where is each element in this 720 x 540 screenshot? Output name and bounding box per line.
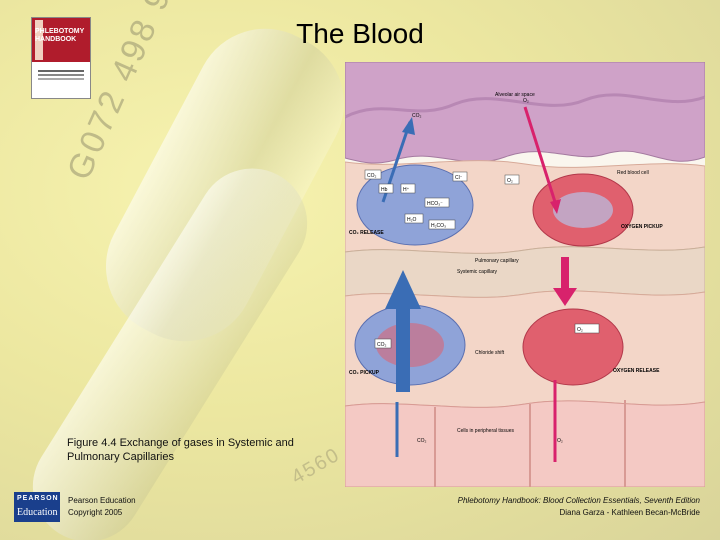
- book-cover-title: PHLEBOTOMY HANDBOOK: [35, 28, 84, 44]
- label-chloride-shift: Chloride shift: [475, 350, 505, 356]
- rbc-top-right-center: [553, 192, 613, 228]
- label-co2-top: CO₂: [412, 113, 422, 119]
- book-cover-figure: [35, 20, 43, 60]
- label-co2-release: CO₂ RELEASE: [349, 230, 384, 236]
- label-alveolar: Alveolar air space: [495, 92, 535, 98]
- book-title: Phlebotomy Handbook: Blood Collection Es…: [457, 496, 700, 505]
- book-cover-thumbnail: PHLEBOTOMY HANDBOOK: [31, 17, 91, 99]
- publisher-info: Pearson Education Copyright 2005: [68, 495, 136, 519]
- molecule-hb: Hb: [381, 187, 388, 193]
- logo-line-1: PEARSON: [17, 495, 59, 502]
- molecule-hco3: HCO₃⁻: [427, 201, 443, 207]
- label-oxygen-pickup: OXYGEN PICKUP: [621, 224, 663, 230]
- book-cover-title-line-2: HANDBOOK: [35, 36, 77, 43]
- o2-pickup-arrow-head: [550, 199, 561, 214]
- book-authors: Diana Garza - Kathleen Becan-McBride: [559, 508, 700, 517]
- book-cover-authors: [38, 70, 84, 72]
- label-pulmonary-capillary: Pulmonary capillary: [475, 258, 519, 264]
- logo-line-2: Education: [17, 507, 58, 518]
- tissue-cell-borders: [434, 400, 626, 487]
- label-systemic-capillary: Systemic capillary: [457, 269, 498, 275]
- co2-release-arrow-head: [402, 117, 415, 135]
- label-o2-top: O₂: [523, 98, 529, 104]
- o2-pickup-arrow: [523, 106, 557, 203]
- label-peripheral-tissue: Cells in peripheral tissues: [457, 428, 514, 434]
- molecule-h2o: H₂O: [407, 217, 417, 223]
- rbc-bottom-right: [522, 308, 624, 386]
- alveolus-wall: [345, 62, 705, 164]
- molecule-cl: Cl⁻: [455, 175, 463, 181]
- copyright: Copyright 2005: [68, 508, 123, 517]
- book-citation: Phlebotomy Handbook: Blood Collection Es…: [458, 495, 700, 519]
- molecule-o2: O₂: [507, 178, 513, 184]
- slide-title: The Blood: [296, 18, 424, 49]
- label-o2-bottom: O₂: [557, 438, 563, 444]
- molecule-co2-bottom: CO₂: [377, 342, 387, 348]
- molecule-h: H⁺: [403, 187, 410, 193]
- label-red-cell: Red blood cell: [617, 170, 649, 176]
- figure-caption: Figure 4.4 Exchange of gases in Systemic…: [67, 437, 294, 463]
- pearson-logo: PEARSON Education: [14, 492, 60, 522]
- label-oxygen-release: OXYGEN RELEASE: [613, 368, 660, 374]
- gas-exchange-diagram: Alveolar air space CO₂ O₂ Red blood cell…: [345, 62, 705, 487]
- o2-arrow-head: [553, 288, 577, 306]
- alveolus-membrane: [345, 93, 705, 119]
- molecule-boxes: CO₂ Hb H⁺ HCO₃⁻ Cl⁻ H₂O H₂CO₃ O₂ O₂ CO₂: [364, 169, 600, 349]
- tissue-cells: [345, 400, 705, 487]
- molecule-co2: CO₂: [367, 173, 377, 179]
- label-co2-pickup: CO₂ PICKUP: [349, 370, 380, 376]
- publisher-name: Pearson Education: [68, 496, 136, 505]
- co2-arrow-head: [385, 270, 421, 309]
- molecule-o2-bottom: O₂: [577, 327, 583, 333]
- molecule-h2co3: H₂CO₃: [431, 223, 446, 229]
- label-co2-bottom: CO₂: [417, 438, 427, 444]
- book-cover-title-line-1: PHLEBOTOMY: [35, 28, 85, 35]
